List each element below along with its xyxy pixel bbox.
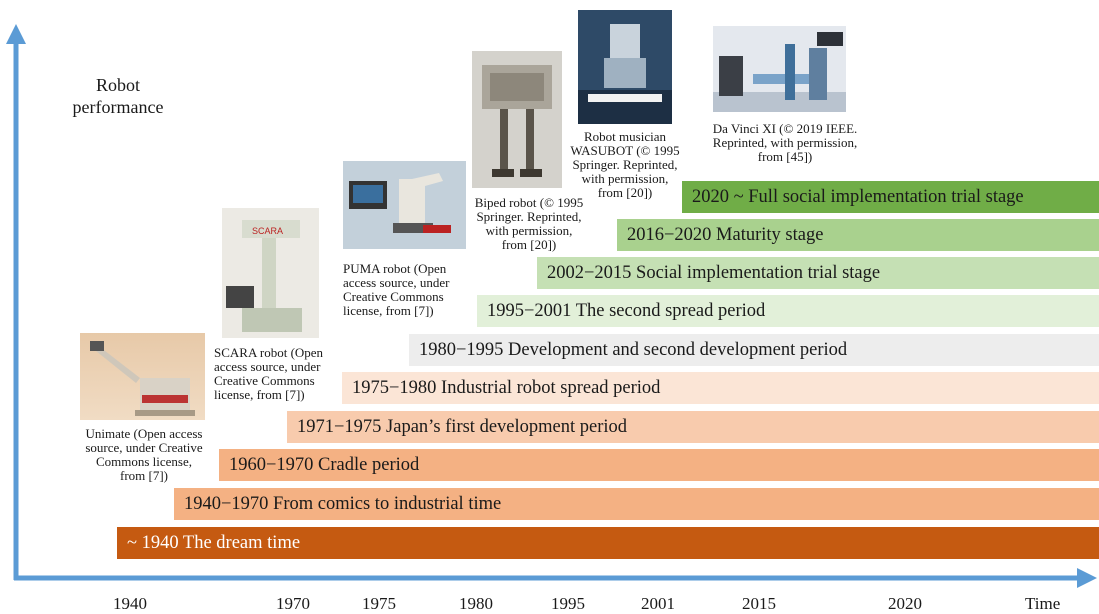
period-bar: 2020 ~ Full social implementation trial … <box>682 181 1099 213</box>
svg-text:SCARA: SCARA <box>252 226 283 236</box>
caption-line: Unimate (Open access <box>85 426 203 441</box>
caption-line: Creative Commons <box>343 289 444 304</box>
scara-caption: SCARA robot (Open access source, under C… <box>214 346 344 402</box>
caption-line: WASUBOT (© 1995 <box>570 143 680 158</box>
caption-line: with permission, <box>485 223 573 238</box>
period-label: ~ 1940 The dream time <box>127 532 301 553</box>
caption-line: access source, under <box>214 359 321 374</box>
caption-line: from [20]) <box>501 237 557 252</box>
puma-caption: PUMA robot (Open access source, under Cr… <box>343 262 473 318</box>
x-tick-label: 1940 <box>113 594 147 613</box>
period-bar: 1971−1975 Japan’s first development peri… <box>287 411 1099 443</box>
period-label: 2016−2020 Maturity stage <box>627 224 824 245</box>
period-bar: 2002−2015 Social implementation trial st… <box>537 257 1099 289</box>
da-vinci-caption: Da Vinci XI (© 2019 IEEE. Reprinted, wit… <box>690 122 880 164</box>
period-bar: 1975−1980 Industrial robot spread period <box>342 372 1099 404</box>
x-axis-arrow <box>1077 568 1097 588</box>
caption-line: license, from [7]) <box>214 387 305 402</box>
period-bar: 1940−1970 From comics to industrial time <box>174 488 1099 520</box>
x-tick-label: 1970 <box>276 594 310 613</box>
period-label: 1960−1970 Cradle period <box>229 454 420 475</box>
period-bar: ~ 1940 The dream time <box>117 527 1099 559</box>
x-tick-label: 1975 <box>362 594 396 613</box>
caption-line: SCARA robot (Open <box>214 345 324 360</box>
caption-line: Reprinted, with permission, <box>712 135 858 150</box>
period-label: 1975−1980 Industrial robot spread period <box>352 377 661 398</box>
puma-robot-image <box>343 161 466 249</box>
unimate-robot-image <box>80 333 205 420</box>
period-bar: 1960−1970 Cradle period <box>219 449 1099 481</box>
caption-line: Biped robot (© 1995 <box>474 195 584 210</box>
caption-line: Creative Commons <box>214 373 315 388</box>
caption-line: with permission, <box>581 171 669 186</box>
caption-line: from [20]) <box>597 185 653 200</box>
caption-line: Springer. Reprinted, <box>572 157 678 172</box>
wasubot-robot-image <box>578 10 672 124</box>
y-axis-label-line2: performance <box>72 97 164 117</box>
x-tick-label: 2015 <box>742 594 776 613</box>
x-tick-label: 1980 <box>459 594 493 613</box>
period-label: 2020 ~ Full social implementation trial … <box>692 186 1024 207</box>
caption-line: from [45]) <box>757 149 813 164</box>
caption-line: Springer. Reprinted, <box>476 209 582 224</box>
y-axis-arrow <box>6 24 26 44</box>
x-tick-label: 2020 <box>888 594 922 613</box>
scara-robot-image: SCARA <box>222 208 319 338</box>
caption-line: from [7]) <box>119 468 168 483</box>
x-axis-title: Time <box>1025 594 1061 613</box>
da-vinci-robot-image <box>713 26 846 112</box>
caption-line: Commons license, <box>95 454 193 469</box>
caption-line: license, from [7]) <box>343 303 434 318</box>
biped-caption: Biped robot (© 1995 Springer. Reprinted,… <box>466 196 592 252</box>
x-tick-label: 2001 <box>641 594 675 613</box>
period-label: 1995−2001 The second spread period <box>487 300 766 321</box>
biped-robot-image <box>472 51 562 188</box>
wasubot-caption: Robot musician WASUBOT (© 1995 Springer.… <box>566 130 684 200</box>
unimate-caption: Unimate (Open access source, under Creat… <box>74 427 214 483</box>
period-bar: 1980−1995 Development and second develop… <box>409 334 1099 366</box>
period-bar: 1995−2001 The second spread period <box>477 295 1099 327</box>
period-label: 1980−1995 Development and second develop… <box>419 339 848 360</box>
period-label: 1940−1970 From comics to industrial time <box>184 493 502 514</box>
x-tick-label: 1995 <box>551 594 585 613</box>
period-label: 1971−1975 Japan’s first development peri… <box>297 416 628 437</box>
y-axis-label: Robot performance <box>58 74 178 118</box>
caption-line: Da Vinci XI (© 2019 IEEE. <box>712 121 858 136</box>
caption-line: access source, under <box>343 275 450 290</box>
y-axis-label-line1: Robot <box>95 75 140 95</box>
period-bar: 2016−2020 Maturity stage <box>617 219 1099 251</box>
caption-line: source, under Creative <box>85 440 203 455</box>
period-label: 2002−2015 Social implementation trial st… <box>547 262 881 283</box>
caption-line: Robot musician <box>584 129 666 144</box>
caption-line: PUMA robot (Open <box>343 261 447 276</box>
